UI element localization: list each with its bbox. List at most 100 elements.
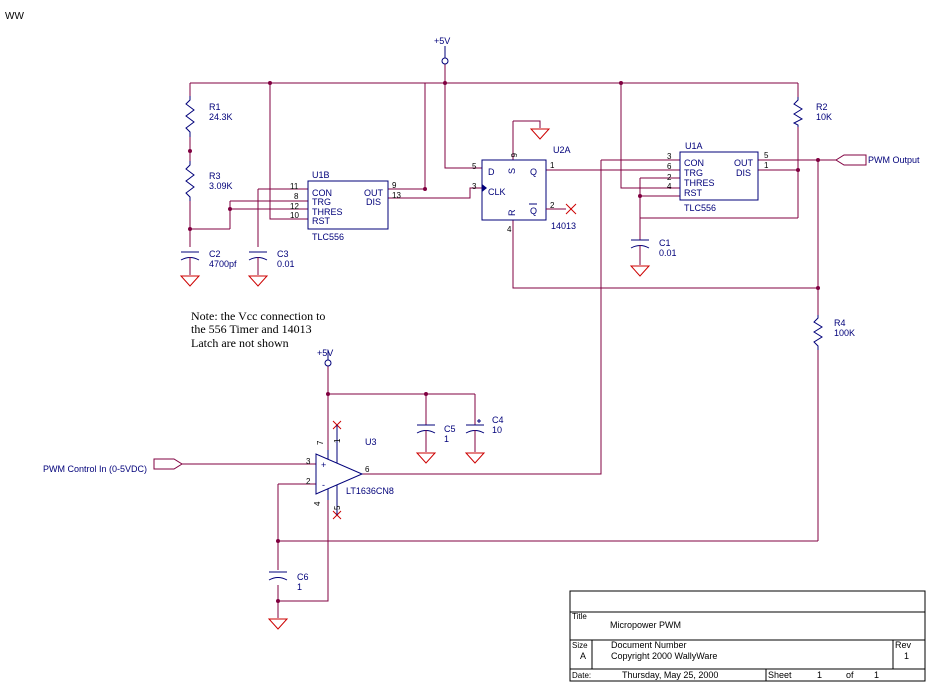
svg-text:6: 6 bbox=[509, 153, 518, 158]
svg-text:1: 1 bbox=[874, 670, 879, 680]
ground-symbols bbox=[179, 128, 651, 630]
svg-text:1: 1 bbox=[444, 434, 449, 444]
svg-text:TLC556: TLC556 bbox=[684, 203, 716, 213]
svg-text:Thursday, May 25, 2000: Thursday, May 25, 2000 bbox=[622, 670, 718, 680]
svg-text:100K: 100K bbox=[834, 328, 855, 338]
svg-text:+5V: +5V bbox=[434, 36, 450, 46]
svg-text:U1A: U1A bbox=[685, 141, 703, 151]
svg-text:Sheet: Sheet bbox=[768, 670, 792, 680]
svg-text:U2A: U2A bbox=[553, 145, 571, 155]
svg-text:S: S bbox=[507, 168, 517, 174]
svg-text:PWM Output: PWM Output bbox=[868, 155, 920, 165]
capacitor-c6: C6 1 bbox=[268, 571, 309, 592]
svg-text:24.3K: 24.3K bbox=[209, 112, 233, 122]
svg-text:7: 7 bbox=[316, 440, 325, 445]
svg-text:0.01: 0.01 bbox=[277, 259, 295, 269]
svg-text:R2: R2 bbox=[816, 102, 828, 112]
svg-text:+: + bbox=[321, 460, 326, 470]
svg-text:1: 1 bbox=[817, 670, 822, 680]
svg-text:1: 1 bbox=[333, 438, 342, 443]
svg-text:Document Number: Document Number bbox=[611, 640, 687, 650]
resistor-r4: R4 100K bbox=[813, 315, 855, 350]
svg-text:CLK: CLK bbox=[488, 187, 506, 197]
svg-text:C1: C1 bbox=[659, 238, 671, 248]
svg-text:TRG: TRG bbox=[684, 168, 703, 178]
svg-text:2: 2 bbox=[306, 477, 311, 486]
svg-text:TRG: TRG bbox=[312, 197, 331, 207]
svg-text:R3: R3 bbox=[209, 171, 221, 181]
svg-text:3: 3 bbox=[667, 152, 672, 161]
opamp-u3: + - U3 LT1636CN8 3 2 6 7 1 4 5 bbox=[306, 425, 394, 515]
ic-u2a: U2A 14013 D CLK Q Q S R 5 3 1 2 6 4 bbox=[472, 145, 576, 234]
svg-text:CON: CON bbox=[684, 158, 704, 168]
svg-text:+5V: +5V bbox=[317, 348, 333, 358]
svg-text:5: 5 bbox=[333, 505, 342, 510]
capacitor-c4: C4 10 bbox=[465, 415, 504, 452]
svg-text:Latch are not shown: Latch are not shown bbox=[191, 336, 289, 350]
svg-text:2: 2 bbox=[667, 173, 672, 182]
svg-text:the 556 Timer and 14013: the 556 Timer and 14013 bbox=[191, 322, 312, 336]
capacitor-c1: C1 0.01 bbox=[630, 238, 677, 265]
junction-dots bbox=[188, 81, 820, 603]
capacitor-c3: C3 0.01 bbox=[248, 249, 295, 275]
svg-text:RST: RST bbox=[312, 216, 331, 226]
svg-text:6: 6 bbox=[667, 162, 672, 171]
resistor-r1: R1 24.3K bbox=[185, 96, 233, 137]
svg-text:1: 1 bbox=[904, 651, 909, 661]
corner-label: WW bbox=[5, 11, 24, 22]
ic-u1a: U1A TLC556 CON TRG THRES RST OUT DIS 3 6… bbox=[667, 141, 769, 213]
svg-text:Micropower PWM: Micropower PWM bbox=[610, 620, 681, 630]
svg-text:D: D bbox=[488, 167, 495, 177]
svg-text:9: 9 bbox=[392, 181, 397, 190]
svg-text:6: 6 bbox=[365, 465, 370, 474]
port-pwm-control: PWM Control In (0-5VDC) bbox=[43, 458, 183, 474]
svg-text:C2: C2 bbox=[209, 249, 221, 259]
svg-text:4: 4 bbox=[313, 501, 322, 506]
resistor-r3: R3 3.09K bbox=[185, 161, 233, 201]
svg-text:LT1636CN8: LT1636CN8 bbox=[346, 486, 394, 496]
svg-text:Date:: Date: bbox=[572, 671, 591, 680]
svg-text:CON: CON bbox=[312, 188, 332, 198]
svg-text:3: 3 bbox=[306, 457, 311, 466]
svg-text:TLC556: TLC556 bbox=[312, 232, 344, 242]
svg-text:11: 11 bbox=[290, 182, 299, 191]
svg-text:Copyright 2000 WallyWare: Copyright 2000 WallyWare bbox=[611, 651, 717, 661]
title-block: Title Micropower PWM Size A Document Num… bbox=[569, 590, 926, 682]
svg-text:Size: Size bbox=[572, 641, 588, 650]
svg-text:Rev: Rev bbox=[895, 640, 912, 650]
svg-text:14013: 14013 bbox=[551, 221, 576, 231]
port-pwm-output: PWM Output bbox=[835, 154, 920, 166]
capacitor-c5: C5 1 bbox=[416, 424, 456, 452]
svg-text:12: 12 bbox=[290, 202, 299, 211]
resistor-r2: R2 10K bbox=[792, 97, 832, 127]
svg-text:4: 4 bbox=[667, 182, 672, 191]
svg-text:C6: C6 bbox=[297, 572, 309, 582]
svg-text:of: of bbox=[846, 670, 854, 680]
svg-text:DIS: DIS bbox=[736, 168, 751, 178]
svg-text:10K: 10K bbox=[816, 112, 832, 122]
svg-text:Note: the Vcc connection to: Note: the Vcc connection to bbox=[191, 309, 325, 323]
svg-text:Q: Q bbox=[530, 206, 537, 216]
svg-text:13: 13 bbox=[392, 191, 401, 200]
svg-text:R1: R1 bbox=[209, 102, 221, 112]
note-text: Note: the Vcc connection to the 556 Time… bbox=[191, 309, 325, 350]
svg-text:3.09K: 3.09K bbox=[209, 181, 233, 191]
svg-text:A: A bbox=[580, 651, 586, 661]
svg-text:OUT: OUT bbox=[734, 158, 754, 168]
svg-text:1: 1 bbox=[550, 161, 555, 170]
svg-text:1: 1 bbox=[764, 161, 769, 170]
svg-text:Title: Title bbox=[572, 612, 587, 621]
svg-text:DIS: DIS bbox=[366, 197, 381, 207]
svg-text:THRES: THRES bbox=[684, 178, 715, 188]
svg-text:C5: C5 bbox=[444, 424, 456, 434]
svg-text:5: 5 bbox=[764, 151, 769, 160]
svg-text:8: 8 bbox=[294, 192, 299, 201]
svg-text:R: R bbox=[507, 209, 517, 216]
svg-text:4700pf: 4700pf bbox=[209, 259, 237, 269]
vcc-top-symbol: +5V bbox=[434, 36, 450, 65]
svg-text:3: 3 bbox=[472, 182, 477, 191]
svg-text:5: 5 bbox=[472, 162, 477, 171]
svg-text:U3: U3 bbox=[365, 437, 377, 447]
